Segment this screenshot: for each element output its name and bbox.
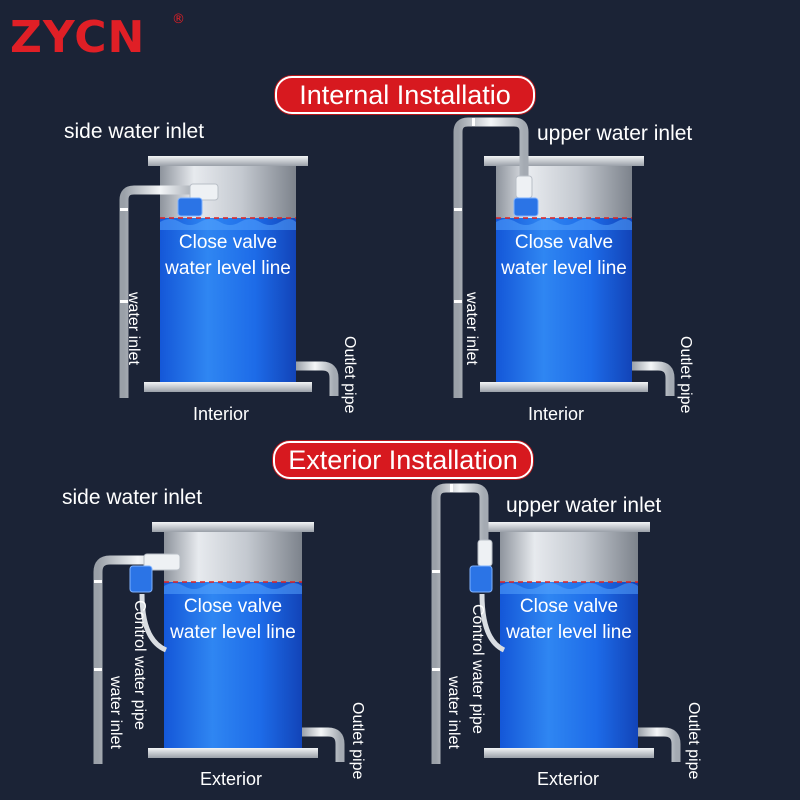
panel-heading: side water inlet [62,486,203,509]
panel-heading: side water inlet [64,120,205,143]
tank-4 [431,483,681,764]
tank-bottom-rim [144,382,312,392]
tank-2-caption: Close valve water level line [496,230,632,282]
water-inlet-label: water inlet [107,676,124,749]
exterior-installation-banner: Exterior Installation [273,441,533,479]
water-level-line-label: water level line [170,622,296,643]
float-valve [177,197,203,217]
interior-label: Interior [193,404,250,424]
water-body [160,218,296,384]
exterior-label: Exterior [200,769,263,789]
water-inlet-label: water inlet [463,292,480,365]
tank-1 [119,156,339,398]
water-level-line-label: water level line [506,622,632,643]
panel-heading: upper water inlet [537,122,693,145]
panel-heading: upper water inlet [506,494,662,517]
registered-mark: ® [172,12,185,27]
close-valve-label: Close valve [514,232,614,253]
tank-2 [453,117,675,398]
outlet-pipe-label: Outlet pipe [685,702,702,780]
water-level-line-label: water level line [501,258,627,279]
outlet-pipe-label: Outlet pipe [677,336,694,414]
water-inlet-label: water inlet [445,676,462,749]
outlet-pipe-label: Outlet pipe [341,336,358,414]
outlet-pipe-label: Outlet pipe [349,702,366,780]
brand-logo: ZYCN [10,12,146,63]
exterior-label: Exterior [537,769,600,789]
tank-3-caption: Close valve water level line [164,594,302,646]
water-level-line-label: water level line [165,258,291,279]
tank-3 [93,522,345,764]
close-valve-label: Close valve [519,596,619,617]
control-water-pipe-label: Control water pipe [131,600,148,730]
tank-1-caption: Close valve water level line [160,230,296,282]
internal-installation-banner: Internal Installatio [275,76,535,114]
interior-label: Interior [528,404,585,424]
control-water-pipe-label: Control water pipe [469,604,486,734]
water-inlet-label: water inlet [125,292,142,365]
close-valve-label: Close valve [178,232,278,253]
close-valve-label: Close valve [183,596,283,617]
tank-4-caption: Close valve water level line [500,594,638,646]
tank-top-rim [148,156,308,166]
